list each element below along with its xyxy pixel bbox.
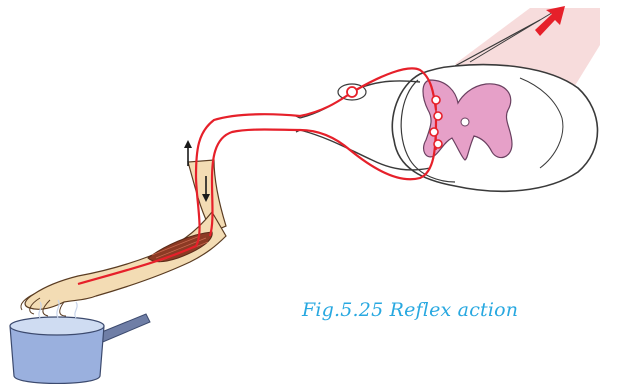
- nerve-pathway: [78, 68, 442, 284]
- sensory-neuron: [78, 68, 436, 284]
- ganglion-cell-body: [347, 87, 357, 97]
- forearm: [25, 212, 226, 309]
- figure-caption: Fig.5.25 Reflex action: [302, 299, 518, 321]
- motor-cell-body: [434, 140, 442, 148]
- synapse-3: [430, 128, 438, 136]
- synapse-2: [434, 112, 442, 120]
- central-canal: [461, 118, 469, 126]
- synapse-1: [432, 96, 440, 104]
- pan-rim: [10, 317, 104, 335]
